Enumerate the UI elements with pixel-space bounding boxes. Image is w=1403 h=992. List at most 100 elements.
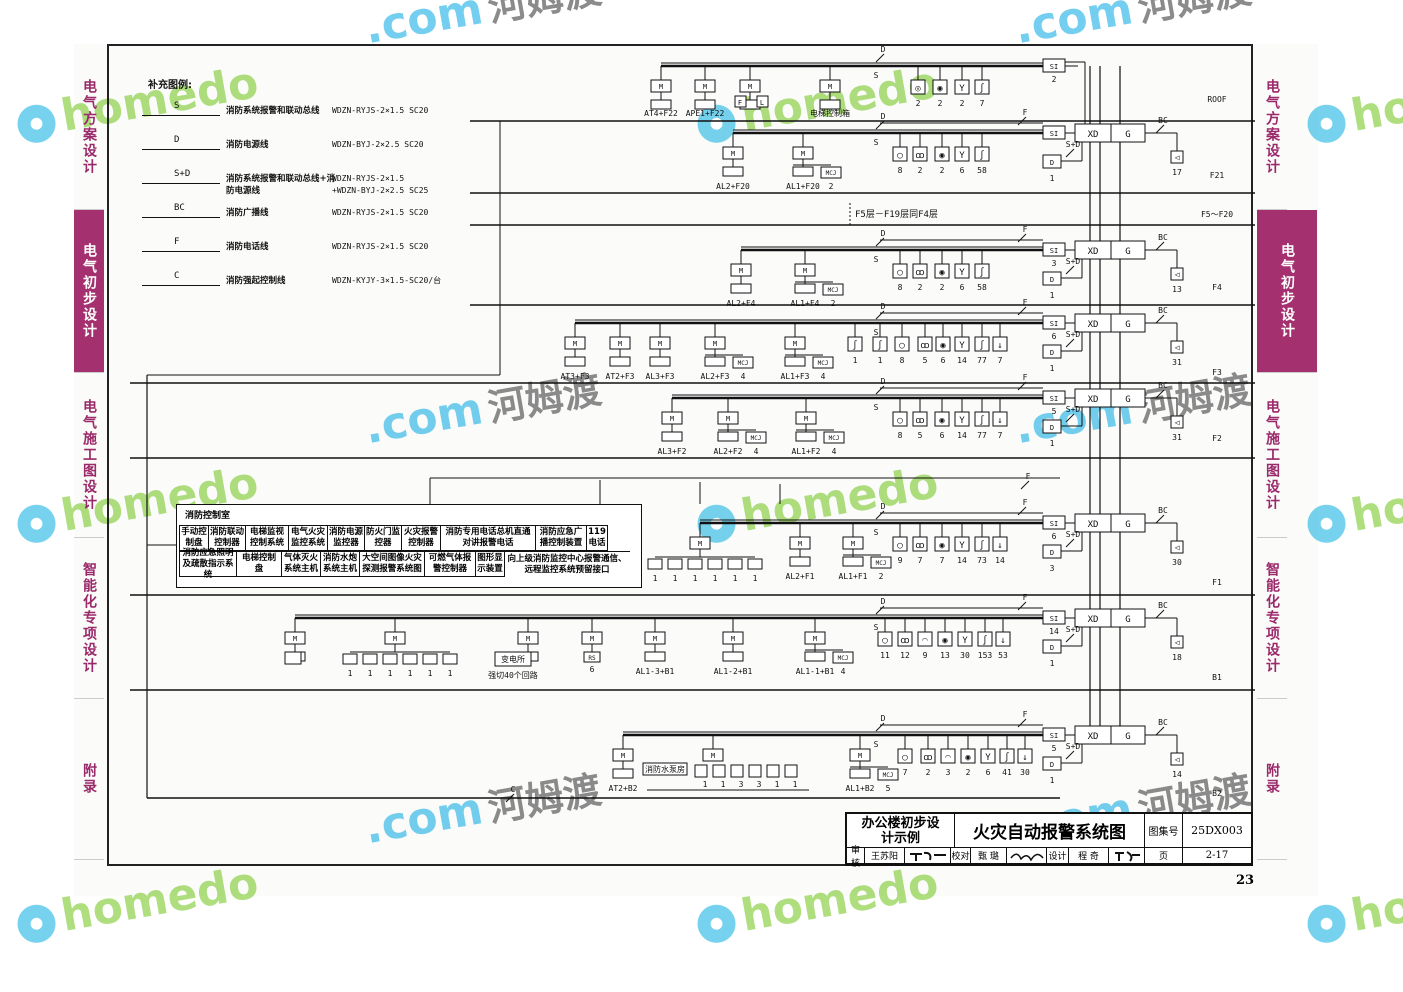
device-count: 6 (941, 356, 946, 365)
side-tab-0[interactable]: 电气方案设计 (1257, 44, 1287, 210)
distribution-box-label: AL1+F4 (791, 299, 820, 308)
gas-detector-icon-glyph: ◠ (922, 636, 928, 646)
heat-detector-icon-glyph: ꝏ (900, 636, 909, 646)
g-label: G (1125, 520, 1130, 530)
xd-label: XD (1088, 732, 1099, 742)
cable-type-label: F (1023, 108, 1028, 117)
controlled-equipment (612, 768, 634, 779)
cable-tick-mark (875, 722, 885, 732)
manual-alarm-icon (937, 631, 953, 647)
g-label: G (1125, 247, 1130, 257)
speaker-icon (1170, 267, 1184, 281)
side-tab-1[interactable]: 电气初步设计 (74, 210, 104, 373)
cable-type-label: F (1023, 298, 1028, 307)
pump-room-box (642, 762, 688, 776)
side-tab-4[interactable]: 附录 (74, 699, 104, 860)
gas-detector-icon (917, 631, 933, 647)
si-label: SI (1050, 732, 1058, 740)
cable-tick-mark (1017, 601, 1027, 611)
cable-type-label: S+D (1066, 530, 1081, 539)
cable-tick-mark (1155, 314, 1165, 324)
device-count: 73 (977, 556, 987, 565)
control-room-equipment: 可燃气体报警控制器 (424, 551, 476, 577)
hydrant-button-icon-glyph: Y (959, 151, 965, 161)
mcj-label: MCJ (883, 772, 894, 779)
d-box-count: 1 (1050, 439, 1055, 448)
flow-signal-icon-glyph: ∫ (982, 635, 987, 646)
control-room-equipment: 气体灭火系统主机 (281, 551, 321, 577)
control-room-equipment: 消防水炮系统主机 (320, 551, 360, 577)
smoke-detector-icon-glyph: ◯ (899, 341, 905, 351)
speaker-icon-glyph: ◁ (1175, 343, 1180, 352)
d-box-count: 3 (1050, 564, 1055, 573)
side-tab-0[interactable]: 电气方案设计 (74, 44, 104, 210)
distribution-box-label: AL3+F2 (658, 447, 687, 456)
side-tab-1[interactable]: 电气初步设计 (1257, 210, 1317, 373)
control-room-equipment: 消防专用电话总机直通对讲报警电话 (440, 525, 536, 551)
hydrant-button-icon-glyph: Y (959, 84, 965, 94)
project-name: 办公楼初步设计示例 (847, 814, 955, 848)
mcj-box (877, 768, 899, 781)
side-tab-2[interactable]: 电气施工图设计 (74, 373, 104, 538)
legend-line-name: 消防系统报警和联动总线+消防电源线 (226, 174, 336, 196)
side-tab-3[interactable]: 智能化专项设计 (74, 538, 104, 699)
cable-type-label: F (1026, 472, 1031, 481)
checker-name: 甄 璐 (971, 848, 1007, 864)
mcj-box (812, 356, 834, 369)
cable-type-label: S (874, 328, 879, 337)
smoke-detector-icon (877, 631, 893, 647)
side-tab-2[interactable]: 电气施工图设计 (1257, 373, 1287, 538)
legend-line-spec: WDZN-RYJS-2×1.5 SC20 (332, 106, 429, 115)
cable-tick-mark (1017, 233, 1027, 243)
side-tab-3[interactable]: 智能化专项设计 (1257, 538, 1287, 699)
floor-label: F5～F20 (1201, 210, 1233, 219)
device-count: 1 (428, 669, 433, 678)
device-count: 7 (903, 768, 908, 777)
cable-type-label: D (881, 377, 886, 386)
xd-label: XD (1088, 320, 1099, 330)
device-count: 2 (918, 283, 923, 292)
side-tab-4[interactable]: 附录 (1257, 699, 1287, 860)
si-count: 6 (1052, 532, 1057, 541)
device-count: 77 (977, 356, 987, 365)
cable-tick-mark (1155, 241, 1165, 251)
flow-signal-icon-glyph: ∫ (979, 83, 984, 94)
floor-label: F2 (1212, 434, 1222, 443)
manual-alarm-icon (932, 79, 948, 95)
roof-l-label: L (760, 99, 764, 107)
pump-room-device (712, 764, 726, 778)
speaker-icon-glyph: ◁ (1175, 638, 1180, 647)
cable-type-label: S+D (1066, 625, 1081, 634)
flow-signal-icon-glyph: ∫ (979, 340, 984, 351)
d-label: D (1050, 276, 1054, 284)
hydrant-button-icon-glyph: Y (959, 341, 965, 351)
flow-signal-icon-glyph: ∫ (979, 150, 984, 161)
heat-detector-icon-glyph: ꝏ (915, 151, 924, 161)
hydrant-button-icon (954, 411, 970, 427)
device-count: 13 (940, 651, 950, 660)
g-label: G (1125, 320, 1130, 330)
smoke-detector-icon-glyph: ◯ (897, 268, 903, 278)
distribution-box-label: AL2+F1 (786, 572, 815, 581)
device-count: 1 (703, 780, 708, 789)
atlas-label: 图集号 (1145, 814, 1183, 848)
cable-tick-mark (875, 510, 885, 520)
hydrant-button-icon-glyph: Y (959, 268, 965, 278)
speaker-icon (1170, 415, 1184, 429)
cable-type-label: D (881, 229, 886, 238)
control-room-equipment: 119电话 (586, 525, 608, 551)
mcj-count: 4 (841, 667, 846, 676)
designer-name: 程 奇 (1069, 848, 1109, 864)
mcj-label: MCJ (828, 287, 839, 294)
substation-box (494, 651, 532, 667)
checker-signature (1007, 848, 1047, 864)
input-module-icon-glyph: ↓ (997, 341, 1002, 351)
mcj-label: MCJ (738, 360, 749, 367)
cable-type-label: BC (1158, 506, 1168, 515)
distribution-box-label: AL2+F3 (701, 372, 730, 381)
mcj-box (745, 431, 767, 444)
linked-device (667, 558, 683, 570)
